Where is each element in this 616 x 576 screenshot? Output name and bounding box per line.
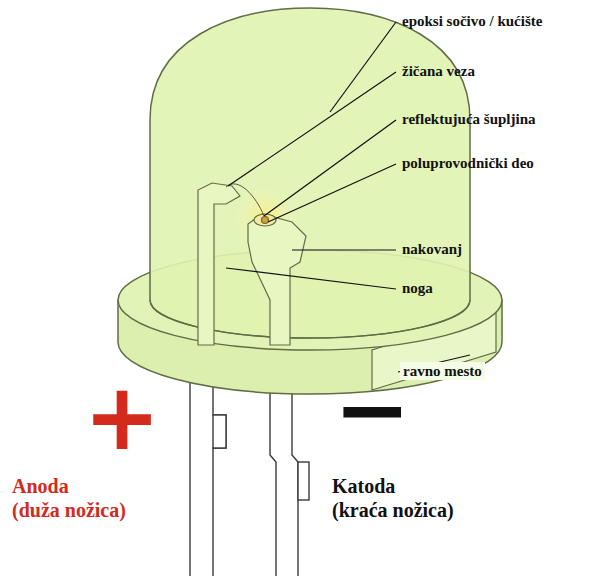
part-label: poluprovodnički deo bbox=[402, 154, 534, 172]
part-label: nakovanj bbox=[402, 240, 462, 258]
chip bbox=[262, 217, 269, 224]
part-label: žičana veza bbox=[402, 62, 475, 80]
part-label: noga bbox=[402, 279, 433, 297]
anvil bbox=[248, 214, 306, 345]
part-label: ravno mesto bbox=[400, 362, 485, 380]
bond-wire bbox=[226, 184, 264, 216]
pin-label: Anoda (duža nožica) bbox=[12, 474, 212, 522]
post bbox=[198, 183, 240, 345]
part-label: reflektujuća šupljina bbox=[402, 110, 535, 128]
polarity-sign: + bbox=[83, 372, 160, 464]
part-label: epoksi sočivo / kućište bbox=[402, 12, 542, 30]
pin-label: Katoda (kraća nožica) bbox=[332, 474, 572, 522]
polarity-sign: − bbox=[333, 364, 410, 456]
